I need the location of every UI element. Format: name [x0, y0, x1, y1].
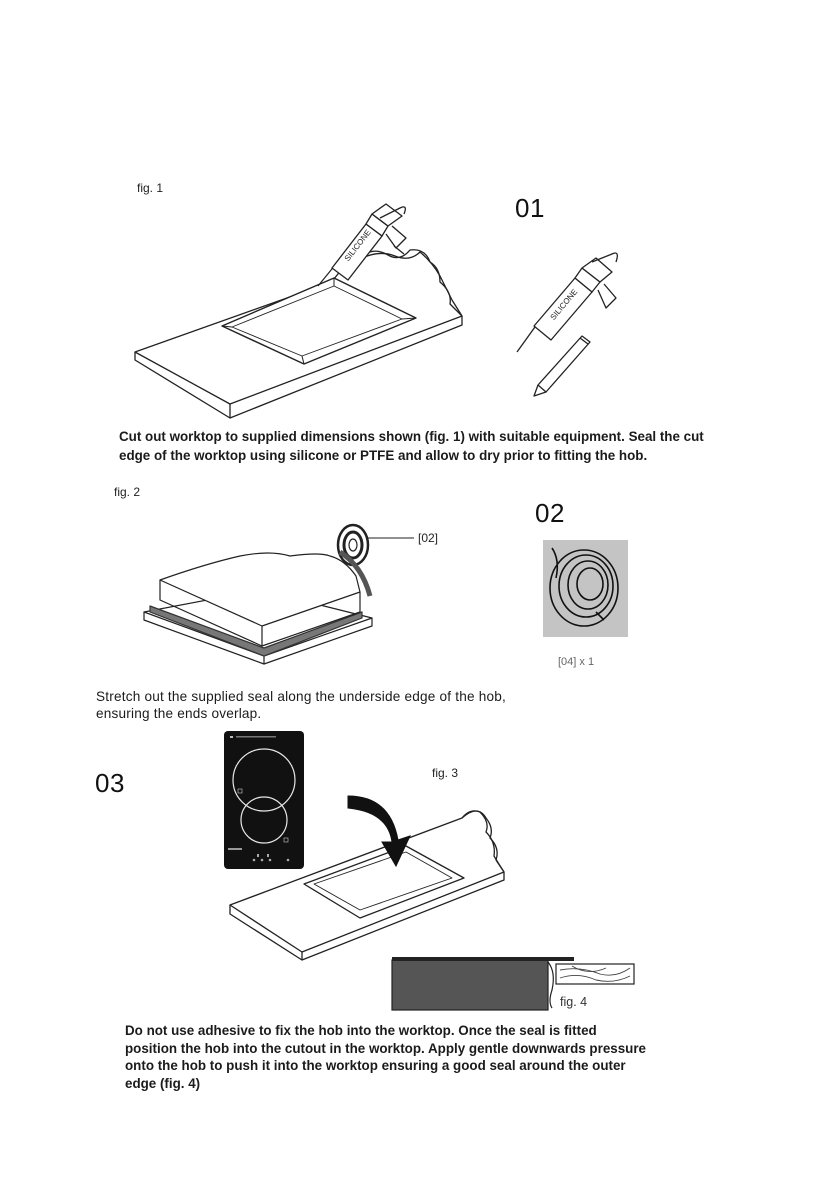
- section-3-line-1: Do not use adhesive to fix the hob into …: [125, 1023, 597, 1038]
- section-1-instructions: Cut out worktop to supplied dimensions s…: [119, 427, 704, 465]
- fig-1-label: fig. 1: [137, 181, 164, 195]
- parts-caption: [04] x 1: [558, 656, 595, 668]
- section-3-line-2: position the hob into the cutout in the …: [125, 1040, 646, 1056]
- fig-3-label: fig. 3: [432, 766, 459, 780]
- section-1-line-2: edge of the worktop using silicone or PT…: [119, 448, 648, 463]
- section-3-instructions: Do not use adhesive to fix the hob into …: [125, 1022, 646, 1092]
- fig-4-label: fig. 4: [560, 995, 587, 1009]
- step-03-number: 03: [95, 768, 125, 798]
- callout-02: [02]: [418, 531, 438, 545]
- section-2-instructions: Stretch out the supplied seal along the …: [96, 688, 506, 722]
- step-01-number: 01: [515, 193, 545, 223]
- section-1-line-1: Cut out worktop to supplied dimensions s…: [119, 429, 704, 444]
- section-3-line-4: edge (fig. 4): [125, 1075, 201, 1091]
- step-02-number: 02: [535, 498, 565, 528]
- fig-2-label: fig. 2: [114, 485, 141, 499]
- section-2-line-1: Stretch out the supplied seal along the …: [96, 689, 506, 704]
- section-3-line-3: onto the hob to push it into the worktop…: [125, 1058, 626, 1073]
- section-2-line-2: ensuring the ends overlap.: [96, 706, 262, 721]
